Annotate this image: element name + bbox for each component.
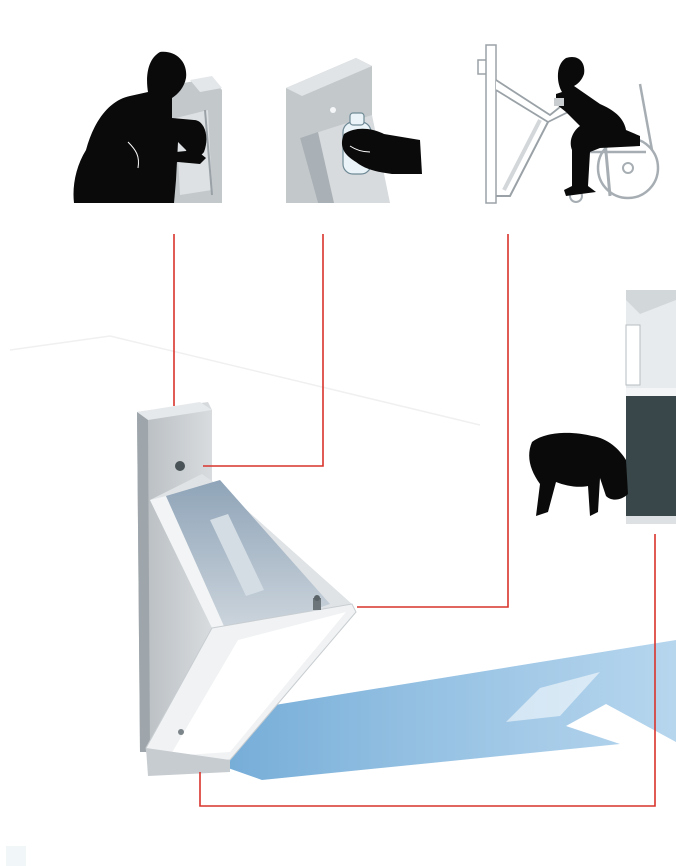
ground-line xyxy=(10,336,480,425)
bottle-fill-icon xyxy=(286,58,422,203)
dog-drinking-icon xyxy=(529,290,676,524)
corner-mark xyxy=(6,846,26,866)
leader-line-bottle xyxy=(203,234,323,466)
wheelchair-user-icon xyxy=(478,45,658,203)
person-drinking-icon xyxy=(74,52,223,203)
leader-line-wheelchair xyxy=(357,234,508,607)
